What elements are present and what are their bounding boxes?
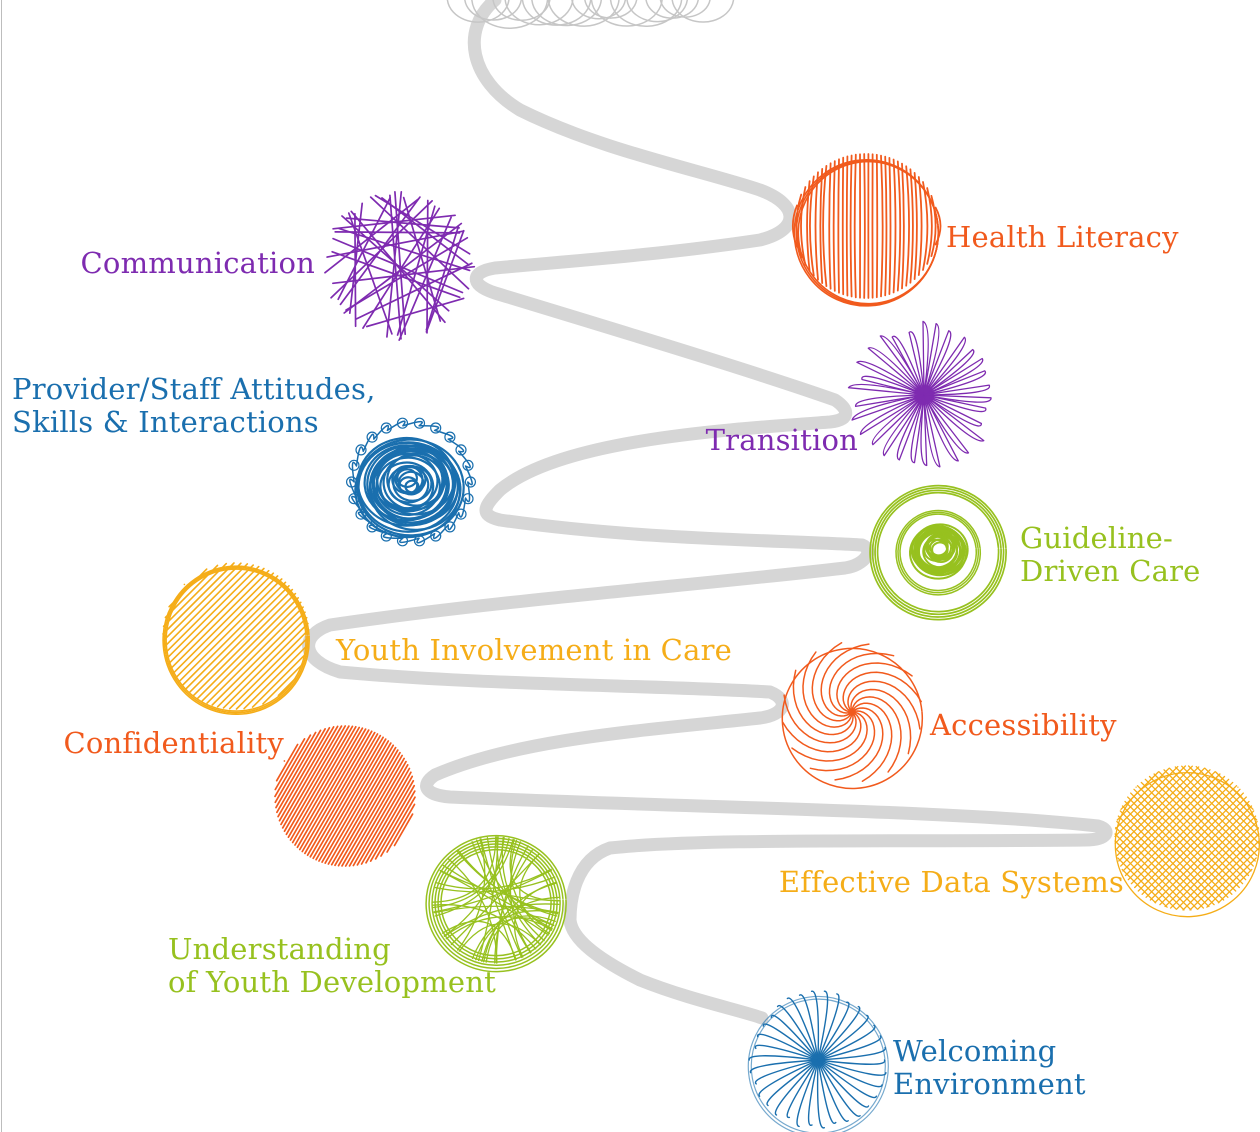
winding-path: [302, 0, 1113, 1025]
transition-label: Transition: [705, 423, 858, 457]
communication-scribble: [324, 190, 476, 341]
data-systems-scribble: [1114, 765, 1260, 918]
provider-attitudes-label: Provider/Staff Attitudes, Skills & Inter…: [12, 372, 376, 439]
data-systems-label: Effective Data Systems: [778, 865, 1124, 899]
transition-scribble: [847, 320, 992, 468]
welcoming-environment-label: Welcoming Environment: [893, 1034, 1086, 1101]
health-literacy-label: Health Literacy: [946, 220, 1179, 254]
health-literacy-scribble: [791, 153, 942, 307]
communication-label: Communication: [80, 246, 315, 280]
guideline-driven-care-label: Guideline- Driven Care: [1020, 521, 1201, 588]
youth-involvement-scribble: [162, 562, 310, 716]
guideline-driven-care-scribble: [869, 484, 1007, 621]
provider-attitudes-scribble: [346, 417, 476, 547]
accessibility-label: Accessibility: [930, 708, 1117, 742]
youth-development-scribble: [425, 834, 567, 973]
top-scribble-cluster: [446, 0, 735, 29]
confidentiality-label: Confidentiality: [63, 726, 284, 760]
confidentiality-scribble: [274, 725, 416, 867]
accessibility-scribble: [781, 642, 924, 790]
welcoming-environment-scribble: [747, 990, 889, 1132]
youth-development-label: Understanding of Youth Development: [168, 932, 496, 999]
youth-involvement-label: Youth Involvement in Care: [336, 633, 732, 667]
